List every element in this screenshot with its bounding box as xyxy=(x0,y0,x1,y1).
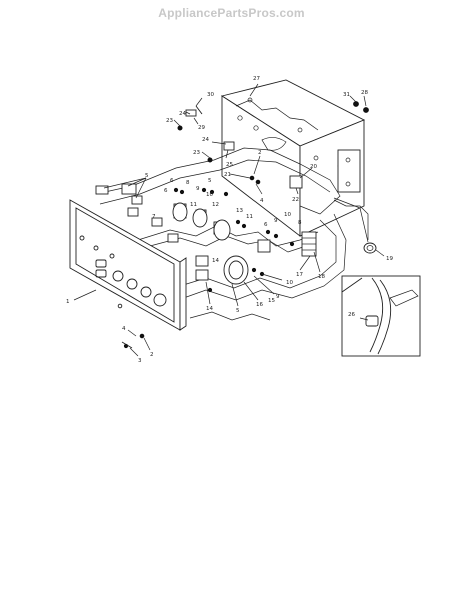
callout-30: 30 xyxy=(207,92,214,98)
callout-24: 24 xyxy=(202,137,209,143)
grommet-19 xyxy=(363,242,377,254)
rear-housing-27 xyxy=(220,79,366,237)
callout-26: 26 xyxy=(348,312,355,318)
callout-6: 6 xyxy=(170,178,174,184)
callout-11: 11 xyxy=(246,214,253,220)
callout-16: 16 xyxy=(256,302,263,308)
receptacles xyxy=(172,202,249,285)
callout-6: 6 xyxy=(164,188,168,194)
callout-labels: 30 24 23 29 27 31 28 24 23 25 2 21 20 22… xyxy=(66,76,393,364)
callout-14: 14 xyxy=(212,258,219,264)
callout-9: 9 xyxy=(196,186,200,192)
callout-31: 31 xyxy=(343,92,350,98)
callout-9: 9 xyxy=(276,294,280,300)
callout-10: 10 xyxy=(286,280,293,286)
callout-7: 7 xyxy=(152,214,156,220)
callout-23: 23 xyxy=(193,150,200,156)
callout-4: 4 xyxy=(260,198,264,204)
callout-22: 22 xyxy=(292,197,299,203)
callout-14: 14 xyxy=(206,306,213,312)
callout-12: 12 xyxy=(212,202,219,208)
callout-17: 17 xyxy=(296,272,303,278)
callout-4: 4 xyxy=(122,326,126,332)
callout-6: 6 xyxy=(264,222,268,228)
leader-lines xyxy=(73,83,385,357)
watermark: AppliancePartsPros.com xyxy=(158,6,305,20)
callout-15: 15 xyxy=(268,298,275,304)
callout-5: 5 xyxy=(145,173,149,179)
callout-3: 3 xyxy=(138,358,142,364)
callout-5: 5 xyxy=(208,178,212,184)
callout-23: 23 xyxy=(166,118,173,124)
callout-10: 10 xyxy=(284,212,291,218)
callout-13: 13 xyxy=(236,208,243,214)
callout-2: 2 xyxy=(258,150,262,156)
callout-25: 25 xyxy=(226,162,233,168)
callout-24: 24 xyxy=(179,111,186,117)
callout-8: 8 xyxy=(298,220,302,226)
inset-detail-box xyxy=(341,275,421,357)
callout-1: 1 xyxy=(66,299,70,305)
terminal-block-17 xyxy=(301,231,317,257)
callout-2: 2 xyxy=(150,352,154,358)
callout-9: 9 xyxy=(274,218,278,224)
callout-19: 19 xyxy=(386,256,393,262)
callout-5: 5 xyxy=(236,308,240,314)
callout-21: 21 xyxy=(224,172,231,178)
callout-20: 20 xyxy=(310,164,317,170)
callout-11: 11 xyxy=(190,202,197,208)
callout-28: 28 xyxy=(361,90,368,96)
front-panel-1 xyxy=(69,199,187,331)
callout-27: 27 xyxy=(253,76,260,82)
callout-8: 8 xyxy=(186,180,190,186)
fasteners xyxy=(121,101,369,349)
callout-29: 29 xyxy=(198,125,205,131)
callout-10: 10 xyxy=(206,192,213,198)
callout-18: 18 xyxy=(318,274,325,280)
